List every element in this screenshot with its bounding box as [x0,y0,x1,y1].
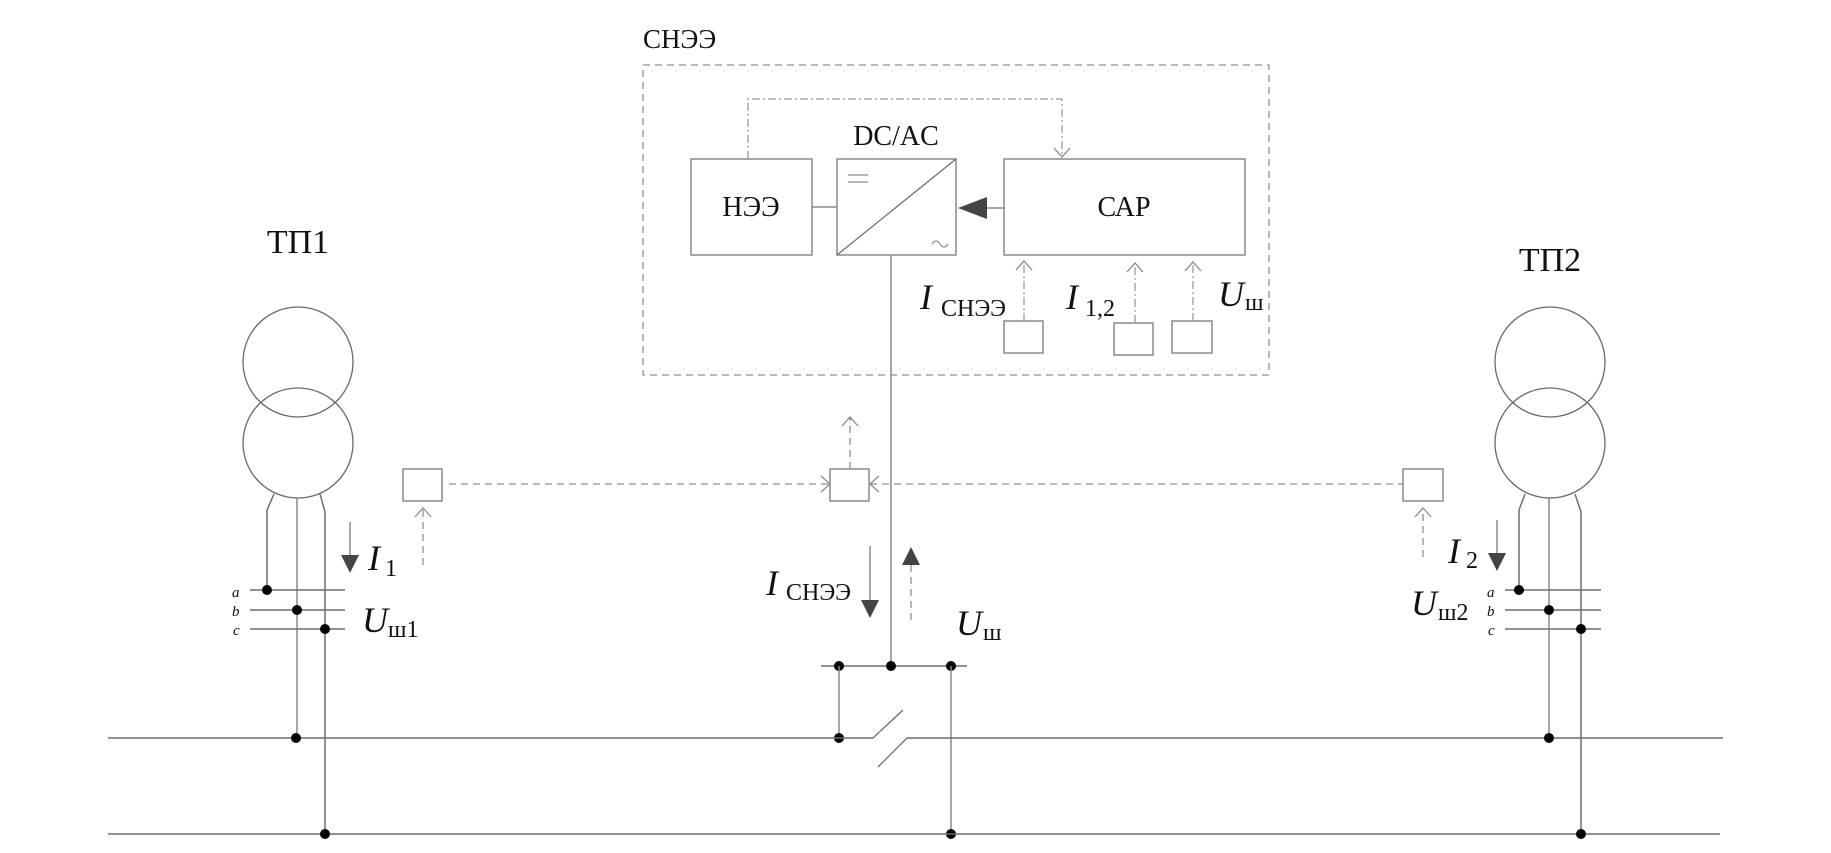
phase-lead-a [1518,493,1526,590]
connection-point: I СНЭЭ U ш [765,546,1002,839]
sensor-box-tp1[interactable] [402,468,443,502]
control-arrow-icon [958,197,987,219]
input-label-main: U [1218,274,1246,314]
voltage-label-sub: ш [983,620,1002,646]
voltage-label-main: U [956,603,984,643]
phase-label-b: b [232,604,240,620]
substation-label: ТП1 [267,224,329,261]
storage-system-boundary [642,64,1270,376]
feeder-line-2 [108,829,1720,839]
sensor-box[interactable] [1003,320,1044,354]
substation-label: ТП2 [1519,242,1581,279]
control-system-block[interactable]: САР [1003,158,1246,256]
phase-label-c: c [1488,623,1495,639]
energy-storage-block[interactable]: НЭЭ [690,158,813,256]
substation-tp1: ТП1 a b c I 1 U ш1 [232,224,418,834]
converter-diagonal [836,158,957,256]
substation-tp2: ТП2 a b c I 2 U ш2 [1411,242,1606,834]
ac-symbol-icon [931,240,949,248]
phase-label-b: b [1487,604,1495,620]
feeder-line-1 [108,709,1723,768]
storage-system-group: СНЭЭ НЭЭ DC/AC САР [642,24,1270,376]
arrow-up-icon [1184,261,1202,272]
input-label-sub: СНЭЭ [941,296,1006,322]
current-label-main: I [367,538,382,578]
arrow-up-icon [414,507,432,518]
phase-label-c: c [233,623,240,639]
sectional-break-icon[interactable] [872,709,908,768]
converter-label: DC/AC [853,121,939,152]
arrow-right-icon [820,475,831,493]
voltage-label-main: U [362,600,390,640]
controller-input-current-storage: I СНЭЭ [919,260,1044,354]
input-label-sub: ш [1245,290,1264,316]
phase-lead-a [266,493,275,590]
phase-label-a: a [1487,585,1495,601]
controller-input-currents: I 1,2 [1065,262,1154,356]
controller-input-voltage: U ш [1171,261,1264,354]
phase-lead-c [319,493,326,834]
input-label-main: I [1065,277,1080,317]
storage-current-label-sub: СНЭЭ [786,580,851,606]
feedback-arrowhead-icon [1053,147,1071,158]
current-label-main: I [1447,531,1462,571]
input-label-main: I [919,277,934,317]
communication-network [402,416,1444,565]
phase-lead-c [1574,493,1582,834]
voltage-arrow-icon [902,547,920,565]
arrow-up-icon [1126,262,1144,273]
energy-storage-label: НЭЭ [722,192,779,223]
transformer-icon[interactable] [1494,306,1606,499]
dc-ac-converter-block[interactable] [836,158,957,256]
phase-label-a: a [232,585,240,601]
current-arrow-icon [1488,553,1506,571]
arrow-up-icon [1414,507,1432,518]
storage-state-feedback-line [747,98,1063,159]
voltage-label-sub: ш2 [1438,600,1468,626]
sensor-box[interactable] [1171,320,1213,354]
sensor-box-tp2[interactable] [1402,468,1444,502]
storage-current-arrow-icon [861,600,879,618]
arrow-up-icon [841,416,859,427]
sensor-box[interactable] [1113,322,1154,356]
sensor-box-center[interactable] [829,468,870,502]
arrow-up-icon [1015,260,1033,271]
storage-system-label: СНЭЭ [643,24,716,54]
storage-current-label-main: I [765,563,780,603]
arrow-left-icon [869,475,880,493]
current-label-sub: 1 [385,556,397,582]
current-arrow-icon [341,555,359,573]
transformer-icon[interactable] [242,306,354,499]
input-label-sub: 1,2 [1085,296,1115,322]
control-system-label: САР [1097,192,1150,223]
voltage-label-sub: ш1 [388,617,418,643]
current-label-sub: 2 [1466,548,1478,574]
voltage-label-main: U [1411,583,1439,623]
